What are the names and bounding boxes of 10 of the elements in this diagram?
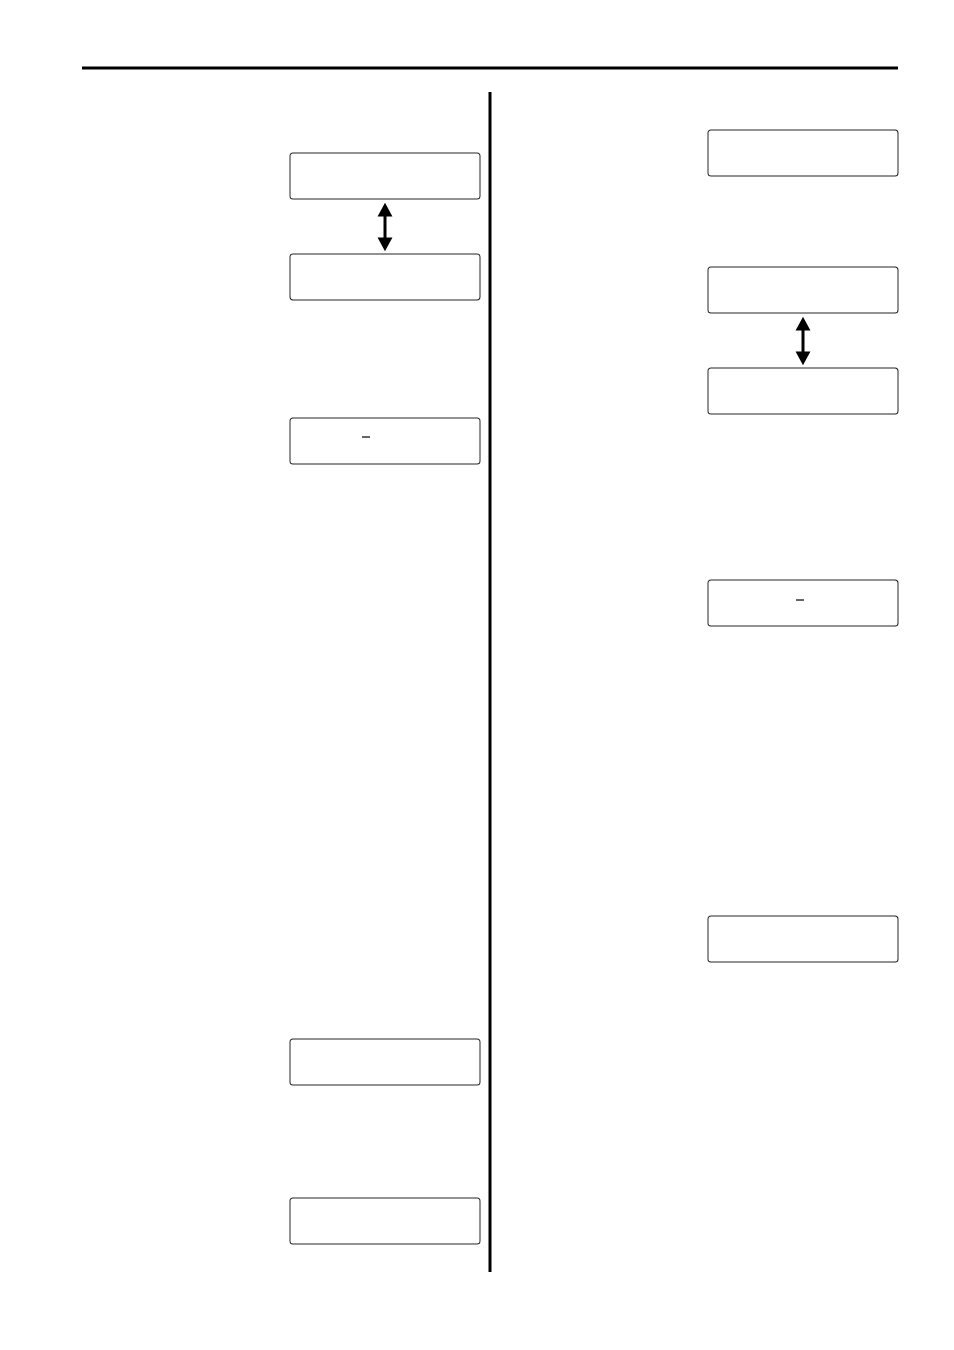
- display-box: [289, 253, 481, 301]
- display-box: [707, 915, 899, 963]
- display-box: [707, 579, 899, 627]
- display-box: [707, 367, 899, 415]
- display-box: [289, 152, 481, 200]
- display-box: [707, 129, 899, 177]
- display-box: [289, 1197, 481, 1245]
- display-box: [289, 417, 481, 465]
- display-box: [289, 1038, 481, 1086]
- display-box: [707, 266, 899, 314]
